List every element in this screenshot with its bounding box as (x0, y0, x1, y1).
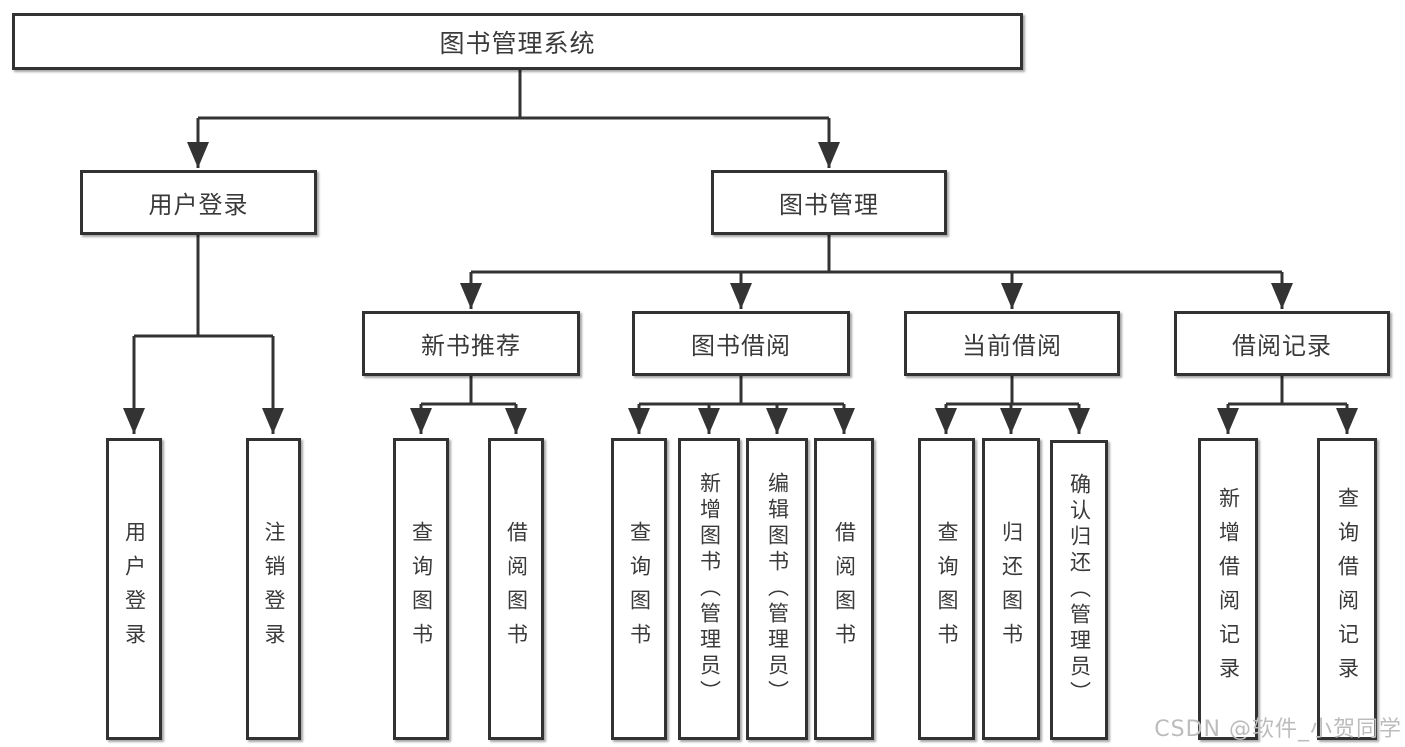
node-label: 新增图书（管理员） (697, 472, 722, 706)
node-leaf-user-login: 用户登录 (106, 438, 162, 740)
node-leaf-borrow-books-1: 借阅图书 (488, 438, 544, 740)
node-label: 查询借阅记录 (1335, 487, 1360, 691)
node-library-system: 图书管理系统 (12, 13, 1023, 70)
node-book-borrow: 图书借阅 (632, 311, 850, 376)
node-label: 借阅图书 (504, 521, 529, 657)
node-label: 新书推荐 (421, 332, 521, 360)
node-leaf-confirm-return-admin: 确认归还（管理员） (1050, 440, 1108, 740)
node-leaf-query-books-3: 查询图书 (918, 438, 975, 740)
node-leaf-borrow-books-2: 借阅图书 (814, 438, 874, 740)
node-label: 查询图书 (935, 521, 959, 657)
node-label: 查询图书 (627, 521, 652, 657)
node-label: 查询图书 (409, 521, 434, 657)
node-leaf-return-books: 归还图书 (982, 438, 1040, 740)
node-user-login: 用户登录 (80, 170, 317, 235)
node-leaf-add-books-admin: 新增图书（管理员） (678, 438, 740, 740)
node-label: 编辑图书（管理员） (765, 472, 790, 706)
node-leaf-query-borrow-record: 查询借阅记录 (1317, 438, 1377, 740)
node-label: 用户登录 (148, 191, 249, 219)
node-leaf-logout: 注销登录 (246, 438, 301, 740)
node-label: 图书管理 (779, 191, 879, 219)
node-leaf-query-books-1: 查询图书 (393, 438, 449, 740)
node-label: 借阅记录 (1232, 332, 1332, 360)
node-book-management: 图书管理 (711, 170, 947, 235)
node-current-borrow: 当前借阅 (904, 311, 1120, 376)
node-leaf-add-borrow-record: 新增借阅记录 (1198, 438, 1258, 740)
node-label: 用户登录 (122, 521, 147, 657)
node-label: 图书管理系统 (439, 28, 596, 58)
node-label: 图书借阅 (691, 332, 791, 360)
node-borrow-records: 借阅记录 (1174, 311, 1390, 376)
node-label: 注销登录 (262, 521, 286, 657)
node-label: 借阅图书 (832, 521, 857, 657)
node-label: 归还图书 (999, 521, 1024, 657)
node-leaf-query-books-2: 查询图书 (611, 438, 667, 740)
node-new-book-recommend: 新书推荐 (362, 311, 580, 376)
node-label: 确认归还（管理员） (1067, 473, 1092, 707)
node-leaf-edit-books-admin: 编辑图书（管理员） (746, 438, 808, 740)
node-label: 新增借阅记录 (1216, 487, 1241, 691)
node-label: 当前借阅 (962, 332, 1062, 360)
watermark: CSDN @软件_小贺同学 (1154, 717, 1402, 742)
